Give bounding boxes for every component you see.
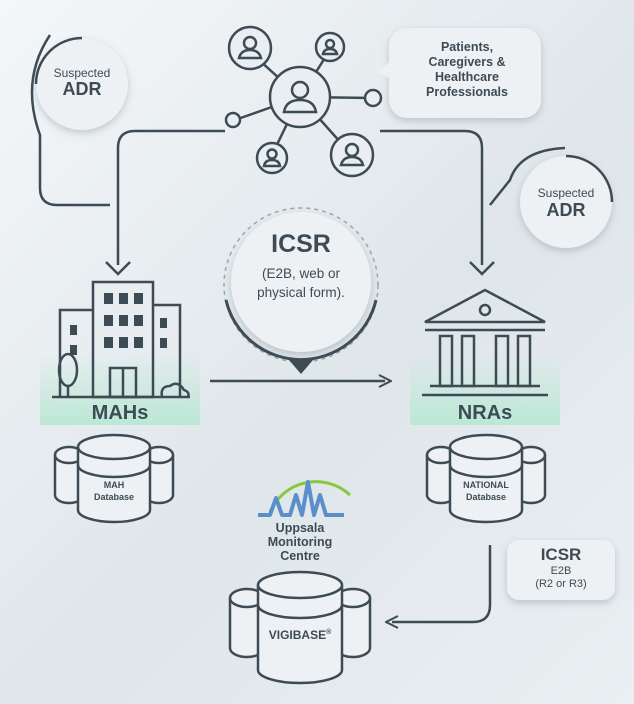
people-network-icon <box>224 25 383 178</box>
icsr-center-bubble <box>223 207 379 374</box>
patients-speech-bubble <box>377 28 541 118</box>
icsr-center-body: (E2B, web or physical form). <box>257 266 345 300</box>
national-db-line2: Database <box>465 492 507 502</box>
adr-left-bubble <box>36 38 128 130</box>
connector-adr-left <box>30 34 110 207</box>
vigibase-database-icon <box>228 570 372 685</box>
umc-name: Uppsala Monitoring Centre <box>267 521 333 563</box>
icsr-bottom-line1: E2B <box>550 565 572 577</box>
mah-db-line2: Database <box>93 492 135 502</box>
umc-logo-icon <box>258 480 352 517</box>
mah-database-icon <box>53 433 175 524</box>
adr-left-prefix: Suspected <box>53 66 111 80</box>
vigibase-mark: ® <box>326 629 332 636</box>
patients-label: Patients, Caregivers & Healthcare Profes… <box>426 40 508 99</box>
mahs-label: MAHs <box>91 402 149 424</box>
national-database-icon <box>425 433 547 524</box>
arrowhead-into-mahs <box>105 261 131 276</box>
office-building-icon <box>52 280 190 399</box>
national-db-line1: NATIONAL <box>463 480 509 490</box>
connector-lines <box>30 34 566 622</box>
adr-left-ring <box>34 36 83 85</box>
adr-right-bubble <box>520 156 612 248</box>
connector-network-to-mahs <box>116 129 225 265</box>
mah-db-line1: MAH <box>103 480 125 490</box>
nras-label: NRAs <box>457 402 513 424</box>
connector-adr-right <box>489 146 566 206</box>
icsr-bottom-card <box>507 540 615 600</box>
nras-glow <box>410 355 560 425</box>
adr-right-ring <box>565 154 614 203</box>
adr-right-prefix: Suspected <box>537 186 595 200</box>
adr-right-label: ADR <box>546 200 586 220</box>
vigibase-label: VIGIBASE® <box>258 628 342 642</box>
icsr-center-title: ICSR <box>271 230 331 258</box>
government-building-icon <box>422 288 548 397</box>
icsr-bottom-title: ICSR <box>540 545 582 564</box>
connector-network-to-nras <box>380 129 484 265</box>
vigibase-name: VIGIBASE <box>268 628 327 642</box>
icsr-bottom-line2: (R2 or R3) <box>535 578 587 590</box>
mahs-glow <box>40 355 200 425</box>
connector-nras-to-vigibase <box>392 545 492 622</box>
adr-left-label: ADR <box>62 79 102 99</box>
arrowhead-into-nras <box>469 261 495 276</box>
